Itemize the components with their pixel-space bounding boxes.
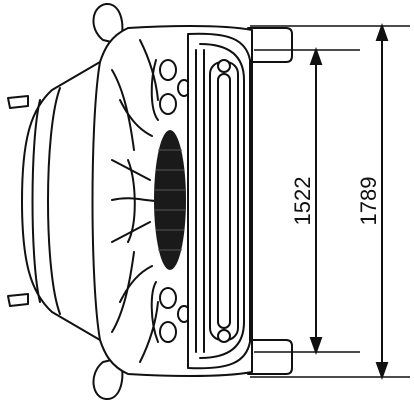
fog-light-bottom — [217, 329, 231, 343]
dimension-label-track: 1522 — [290, 177, 315, 226]
front-grille — [154, 130, 186, 270]
dimension-line-overall-width — [375, 23, 389, 380]
windshield — [31, 99, 41, 303]
wheel-top — [247, 27, 293, 63]
dimension-label-overall-width: 1789 — [356, 177, 381, 226]
extension-lines — [250, 25, 410, 378]
wheel-bottom — [247, 339, 293, 375]
hood-lines — [111, 39, 159, 363]
fog-light-top — [217, 59, 231, 73]
dimension-line-track — [309, 47, 323, 355]
plate-recess — [209, 61, 239, 341]
